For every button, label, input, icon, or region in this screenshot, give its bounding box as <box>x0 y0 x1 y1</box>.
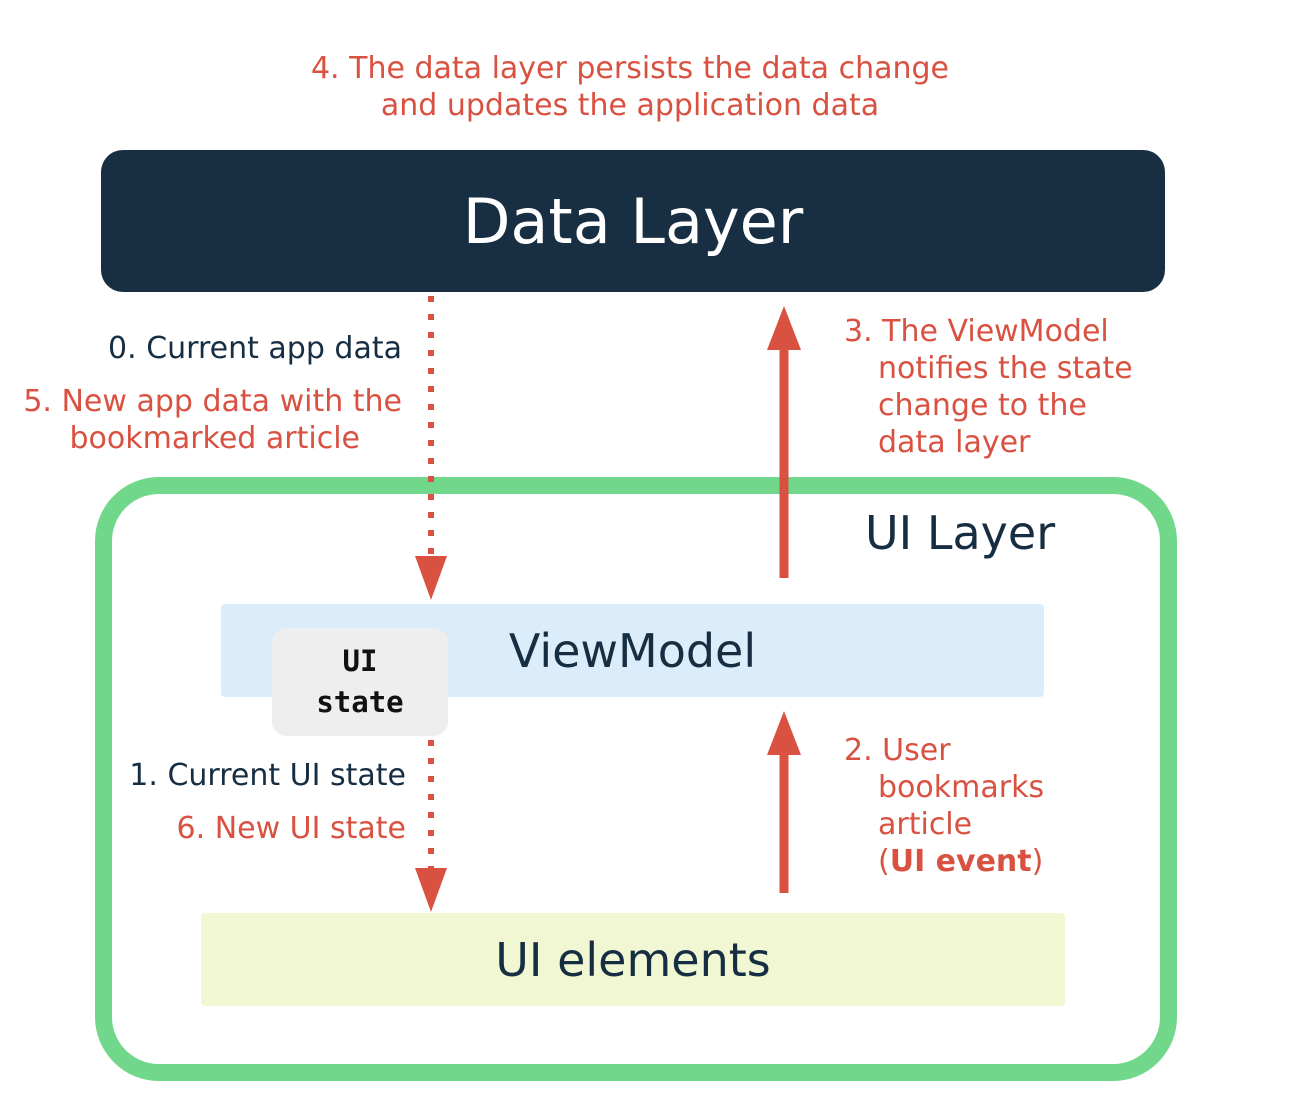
ui-state-line-1: UI <box>342 644 378 678</box>
step-2-line-2: bookmarks <box>878 770 1045 805</box>
dotted-arrow-data-to-viewmodel-head <box>415 556 447 600</box>
solid-arrow-ui-to-viewmodel-head <box>767 711 801 755</box>
step-2-line-3: article <box>878 807 973 842</box>
step-2-line-1: 2. User <box>844 733 951 768</box>
step-5-line-2: bookmarked article <box>69 421 360 456</box>
viewmodel-title: ViewModel <box>221 604 1044 697</box>
ui-event-label: UI event <box>889 844 1032 879</box>
step-3-line-2: notifies the state <box>878 351 1133 386</box>
data-layer-box: Data Layer <box>101 150 1165 292</box>
step-4-caption: 4. The data layer persists the data chan… <box>230 50 1030 124</box>
step-5-caption: 5. New app data with the bookmarked arti… <box>23 383 402 457</box>
step-3-line-4: data layer <box>878 425 1031 460</box>
ui-layer-box <box>95 477 1177 1081</box>
step-2-paren-open: ( <box>878 844 890 879</box>
ui-state-badge: UI state <box>272 628 448 736</box>
step-3-caption: 3. The ViewModel notifies the state chan… <box>844 313 1133 461</box>
step-4-line-2: and updates the application data <box>380 88 880 123</box>
ui-elements-title: UI elements <box>495 932 771 987</box>
step-6-caption: 6. New UI state <box>176 811 406 846</box>
ui-elements-box: UI elements <box>201 913 1065 1006</box>
step-3-line-3: change to the <box>878 388 1087 423</box>
viewmodel-title-text: ViewModel <box>508 623 757 678</box>
step-3-line-1: 3. The ViewModel <box>844 314 1109 349</box>
step-2-line-4: (UI event) <box>844 843 1044 880</box>
step-4-line-1: 4. The data layer persists the data chan… <box>310 51 950 86</box>
step-2-paren-close: ) <box>1031 844 1044 879</box>
dotted-arrow-viewmodel-to-ui-head <box>415 868 447 912</box>
ui-layer-title: UI Layer <box>865 506 1056 560</box>
ui-state-line-2: state <box>316 685 404 719</box>
step-1-caption: 1. Current UI state <box>129 758 406 793</box>
step-0-caption: 0. Current app data <box>108 331 402 366</box>
step-5-line-1: 5. New app data with the <box>23 384 402 419</box>
solid-arrow-viewmodel-to-data-head <box>767 306 801 350</box>
step-2-caption: 2. User bookmarks article (UI event) <box>844 732 1044 880</box>
data-layer-title: Data Layer <box>462 184 804 258</box>
